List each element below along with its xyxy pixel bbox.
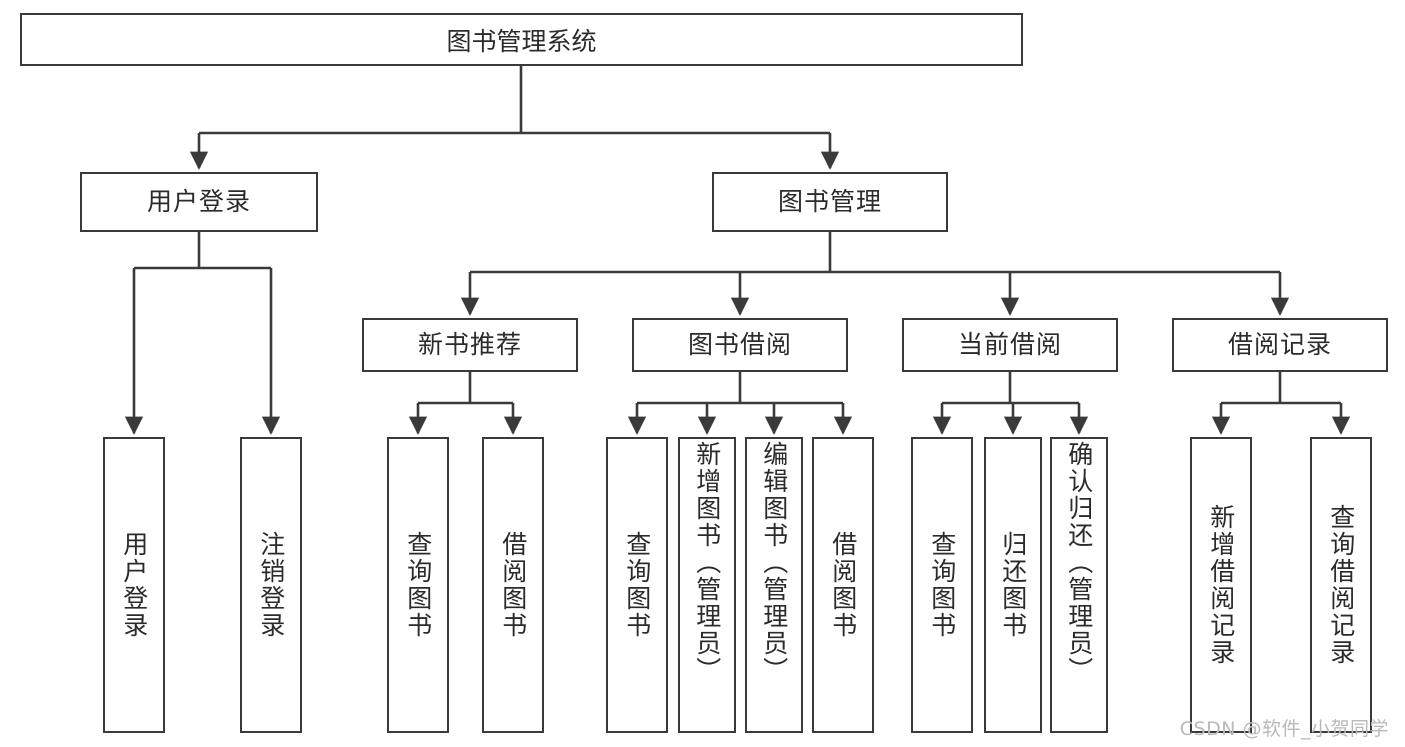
node-current-borrow-label: 当前借阅 — [957, 330, 1062, 360]
node-user-login[interactable]: 用户登录 — [80, 172, 318, 232]
leaf-add-borrow-record-inner: 新增借阅记录 — [1192, 439, 1250, 731]
node-borrow-record-label: 借阅记录 — [1227, 330, 1332, 360]
leaf-current-query-book-label: 查询图书 — [927, 531, 957, 639]
leaf-confirm-return-admin-inner: 确认归还（管理员） — [1052, 439, 1106, 733]
leaf-user-login-inner: 用户登录 — [105, 439, 163, 731]
node-borrow-record[interactable]: 借阅记录 — [1172, 318, 1388, 372]
leaf-borrow-book-label: 借阅图书 — [828, 531, 858, 639]
leaf-confirm-return-admin-label: 确认归还（管理员） — [1064, 441, 1094, 684]
leaf-edit-book-admin-inner: 编辑图书（管理员） — [747, 439, 801, 733]
leaf-new-book-query[interactable]: 查询图书 — [387, 437, 449, 733]
leaf-return-book-label: 归还图书 — [998, 531, 1028, 639]
leaf-user-login-label: 用户登录 — [119, 531, 149, 639]
leaf-logout-label: 注销登录 — [256, 531, 286, 639]
leaf-add-book-admin-inner: 新增图书（管理员） — [680, 439, 734, 733]
leaf-borrow-query-book-inner: 查询图书 — [608, 439, 666, 731]
leaf-add-borrow-record-label: 新增借阅记录 — [1206, 504, 1236, 666]
node-new-book-recommend-label: 新书推荐 — [417, 330, 522, 360]
leaf-add-book-admin-label: 新增图书（管理员） — [692, 441, 722, 684]
node-root[interactable]: 图书管理系统 — [20, 13, 1023, 66]
leaf-query-borrow-record-label: 查询借阅记录 — [1326, 504, 1356, 666]
leaf-current-query-book-inner: 查询图书 — [913, 439, 971, 731]
leaf-add-book-admin[interactable]: 新增图书（管理员） — [678, 437, 736, 733]
node-new-book-recommend[interactable]: 新书推荐 — [362, 318, 578, 372]
leaf-return-book-inner: 归还图书 — [986, 439, 1040, 731]
node-book-management[interactable]: 图书管理 — [712, 172, 948, 232]
node-book-management-label: 图书管理 — [777, 187, 882, 217]
leaf-logout[interactable]: 注销登录 — [240, 437, 302, 733]
leaf-new-book-borrow[interactable]: 借阅图书 — [482, 437, 544, 733]
leaf-new-book-borrow-label: 借阅图书 — [498, 531, 528, 639]
leaf-edit-book-admin-label: 编辑图书（管理员） — [759, 441, 789, 684]
leaf-new-book-query-label: 查询图书 — [403, 531, 433, 639]
leaf-borrow-query-book[interactable]: 查询图书 — [606, 437, 668, 733]
leaf-confirm-return-admin[interactable]: 确认归还（管理员） — [1050, 437, 1108, 733]
node-current-borrow[interactable]: 当前借阅 — [902, 318, 1118, 372]
node-book-borrow-label: 图书借阅 — [687, 330, 792, 360]
csdn-watermark: CSDN @软件_小贺同学 — [1179, 718, 1389, 740]
leaf-new-book-borrow-inner: 借阅图书 — [484, 439, 542, 731]
node-book-borrow[interactable]: 图书借阅 — [632, 318, 848, 372]
leaf-logout-inner: 注销登录 — [242, 439, 300, 731]
leaf-query-borrow-record-inner: 查询借阅记录 — [1312, 439, 1370, 731]
leaf-query-borrow-record[interactable]: 查询借阅记录 — [1310, 437, 1372, 733]
leaf-return-book[interactable]: 归还图书 — [984, 437, 1042, 733]
leaf-borrow-book-inner: 借阅图书 — [814, 439, 872, 731]
leaf-current-query-book[interactable]: 查询图书 — [911, 437, 973, 733]
leaf-borrow-book[interactable]: 借阅图书 — [812, 437, 874, 733]
node-user-login-label: 用户登录 — [146, 187, 251, 217]
leaf-user-login[interactable]: 用户登录 — [103, 437, 165, 733]
leaf-borrow-query-book-label: 查询图书 — [622, 531, 652, 639]
leaf-add-borrow-record[interactable]: 新增借阅记录 — [1190, 437, 1252, 733]
leaf-new-book-query-inner: 查询图书 — [389, 439, 447, 731]
node-root-label: 图书管理系统 — [446, 26, 597, 56]
leaf-edit-book-admin[interactable]: 编辑图书（管理员） — [745, 437, 803, 733]
